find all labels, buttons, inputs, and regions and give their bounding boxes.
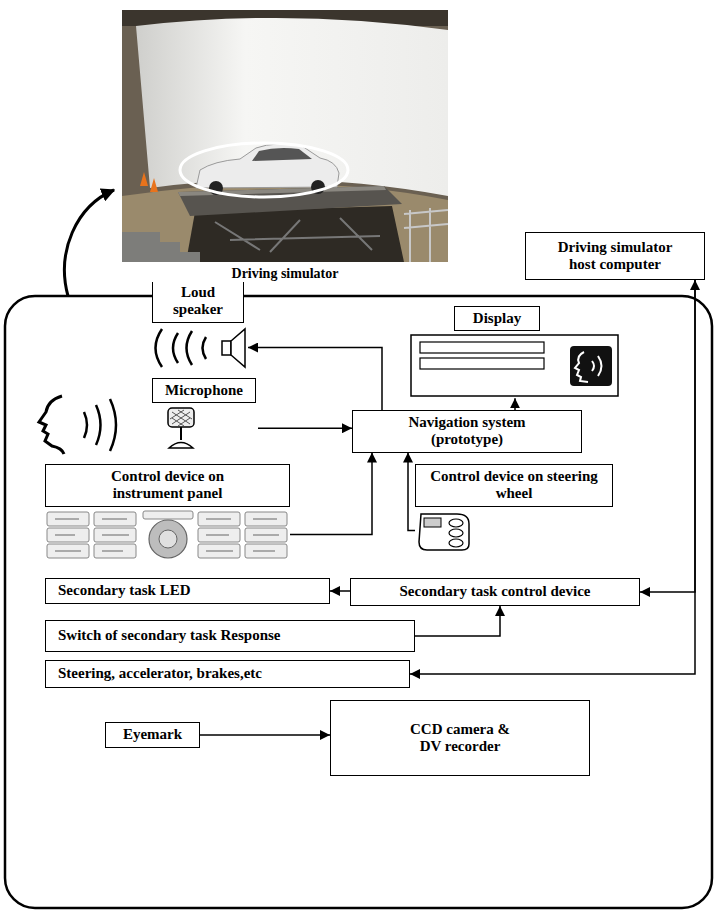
voice-wave	[96, 405, 101, 445]
voice-wave	[84, 412, 87, 438]
node-text: Driving simulator host computer	[545, 239, 685, 274]
node-text: Switch of secondary task Response	[58, 627, 408, 644]
device-icon-use	[47, 511, 287, 558]
signal-arrow	[290, 453, 372, 535]
device-icon-use	[411, 335, 618, 396]
device-node: Control device on instrument panel	[45, 464, 290, 560]
node-text: Secondary task control device	[400, 583, 591, 600]
signal-arrow	[330, 590, 350, 592]
device-label-box: Display	[454, 306, 540, 331]
node-text: Microphone	[159, 382, 249, 399]
signal-arrow	[258, 428, 352, 430]
device-icon	[45, 510, 290, 560]
signal-arrow	[248, 348, 382, 411]
signal-arrow	[200, 734, 330, 736]
signal-arrow	[415, 606, 500, 636]
signal-arrow	[408, 453, 415, 531]
device-node: Display	[410, 306, 620, 398]
device-icon	[410, 334, 620, 398]
device-label-box: Control device on steering wheel	[415, 464, 613, 507]
node-text: Display	[461, 310, 533, 327]
node-text: Loud speaker	[163, 284, 233, 319]
device-icon	[112, 326, 248, 370]
node-text: CCD camera & DV recorder	[400, 721, 520, 756]
process-box: Switch of secondary task Response	[45, 620, 415, 652]
traffic-cones	[140, 172, 158, 192]
motion-actuators	[215, 218, 380, 252]
device-icon-use	[419, 514, 469, 550]
device-icon-use	[156, 329, 246, 367]
process-box: Steering, accelerator, brakes,etc	[45, 660, 410, 688]
simulator-photo	[122, 10, 448, 262]
device-label-box: Microphone	[152, 378, 256, 403]
process-box: Navigation system (prototype)	[352, 410, 582, 453]
device-node: Microphone	[150, 378, 258, 450]
photo-background	[122, 10, 448, 262]
node-text: Secondary task LED	[58, 582, 323, 599]
node-text: Control device on instrument panel	[83, 468, 253, 503]
device-node: Loud speaker	[112, 280, 248, 370]
process-box: Driving simulator host computer	[525, 232, 705, 280]
node-text: Eyemark	[123, 726, 182, 743]
node-text: Steering, accelerator, brakes,etc	[58, 665, 403, 682]
device-node: Control device on steering wheel	[415, 464, 613, 552]
process-box: Secondary task LED	[45, 578, 330, 604]
process-box: Eyemark	[105, 722, 200, 748]
signal-arrow	[514, 398, 516, 410]
face-profile	[39, 396, 64, 454]
motion-pit	[186, 206, 404, 262]
process-box: Secondary task control device	[350, 578, 640, 606]
highlight-ellipse	[180, 143, 348, 197]
car-window	[252, 148, 312, 161]
process-box: CCD camera & DV recorder	[330, 700, 590, 776]
device-icon	[150, 406, 258, 450]
signal-arrow	[410, 280, 695, 674]
enclosure-to-photo-arrow	[65, 190, 114, 296]
railing	[404, 208, 448, 262]
device-icon-use	[168, 408, 194, 448]
node-text: Control device on steering wheel	[429, 468, 599, 503]
node-text: Navigation system (prototype)	[392, 414, 542, 449]
voice-wave	[110, 399, 116, 451]
photo-caption: Driving simulator	[122, 266, 448, 282]
device-label-box: Control device on instrument panel	[45, 464, 290, 507]
device-label-box: Loud speaker	[152, 280, 244, 323]
speaking-face	[39, 396, 116, 454]
projection-screen	[136, 18, 448, 196]
vehicle-enclosure	[5, 296, 712, 908]
signal-arrow	[640, 280, 695, 592]
stairs	[122, 232, 200, 262]
device-icon	[415, 510, 613, 552]
